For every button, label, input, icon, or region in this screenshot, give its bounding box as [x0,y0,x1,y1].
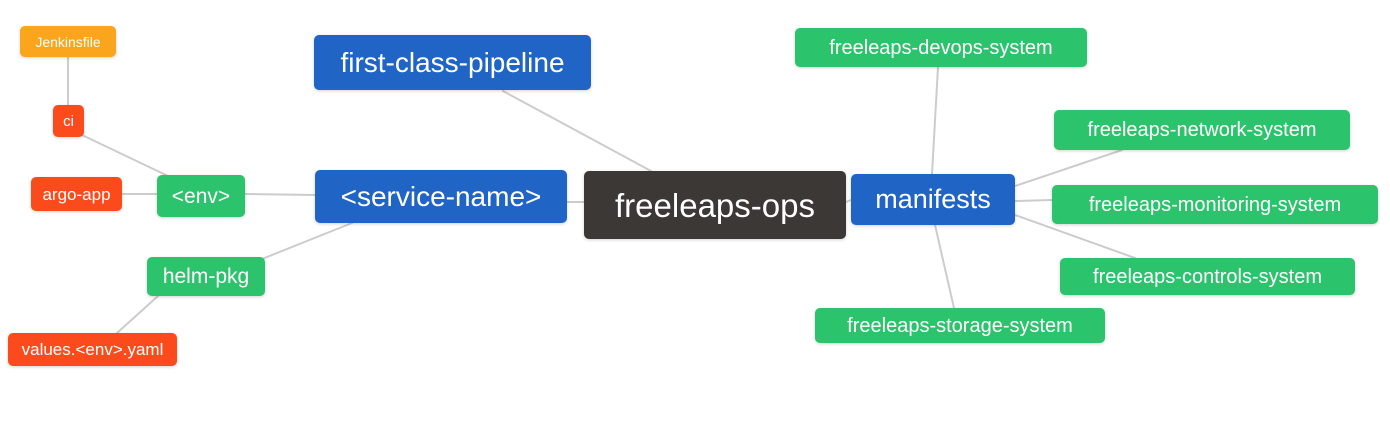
edge-env-to-service-name [244,193,316,196]
node-freeleaps-storage-system[interactable]: freeleaps-storage-system [815,308,1105,343]
node-freeleaps-controls-system[interactable]: freeleaps-controls-system [1060,258,1355,295]
node-label: ci [63,112,74,130]
node-first-class-pipeline[interactable]: first-class-pipeline [314,35,591,90]
node-label: <env> [171,184,231,208]
node-manifests[interactable]: manifests [851,174,1015,225]
edge-manifests-to-freeleaps-network-system [1014,149,1123,187]
node-values-env-yaml[interactable]: values.<env>.yaml [8,333,177,366]
node-freeleaps-ops[interactable]: freeleaps-ops [584,171,846,239]
edge-helm-pkg-to-values-env-yaml [116,295,159,334]
node-env[interactable]: <env> [157,175,245,217]
node-argo-app[interactable]: argo-app [31,177,122,211]
node-label: helm-pkg [162,265,250,288]
node-label: freeleaps-devops-system [829,36,1053,59]
node-helm-pkg[interactable]: helm-pkg [147,257,265,296]
node-freeleaps-network-system[interactable]: freeleaps-network-system [1054,110,1350,150]
node-label: freeleaps-ops [615,186,815,224]
node-jenkinsfile[interactable]: Jenkinsfile [20,26,116,57]
node-label: freeleaps-storage-system [847,314,1073,337]
node-ci[interactable]: ci [53,105,84,137]
edge-manifests-to-freeleaps-controls-system [1014,214,1136,259]
edge-manifests-to-freeleaps-monitoring-system [1014,199,1053,202]
node-label: first-class-pipeline [340,46,565,78]
edge-service-name-to-helm-pkg [261,222,353,260]
node-label: values.<env>.yaml [21,340,164,359]
node-freeleaps-monitoring-system[interactable]: freeleaps-monitoring-system [1052,185,1378,224]
node-label: freeleaps-controls-system [1093,265,1322,288]
node-label: <service-name> [340,180,542,212]
node-label: argo-app [42,184,111,204]
edge-freeleaps-ops-to-manifests [845,199,852,203]
node-label: freeleaps-monitoring-system [1088,193,1342,216]
edge-ci-to-env [81,134,169,177]
node-freeleaps-devops-system[interactable]: freeleaps-devops-system [795,28,1087,67]
node-label: freeleaps-network-system [1087,119,1317,141]
edge-freeleaps-devops-system-to-manifests [931,66,939,175]
node-label: manifests [875,184,991,214]
node-service-name[interactable]: <service-name> [315,170,567,223]
edge-first-class-pipeline-to-freeleaps-ops [502,90,652,172]
node-label: Jenkinsfile [35,33,101,50]
edge-manifests-to-freeleaps-storage-system [934,224,955,309]
